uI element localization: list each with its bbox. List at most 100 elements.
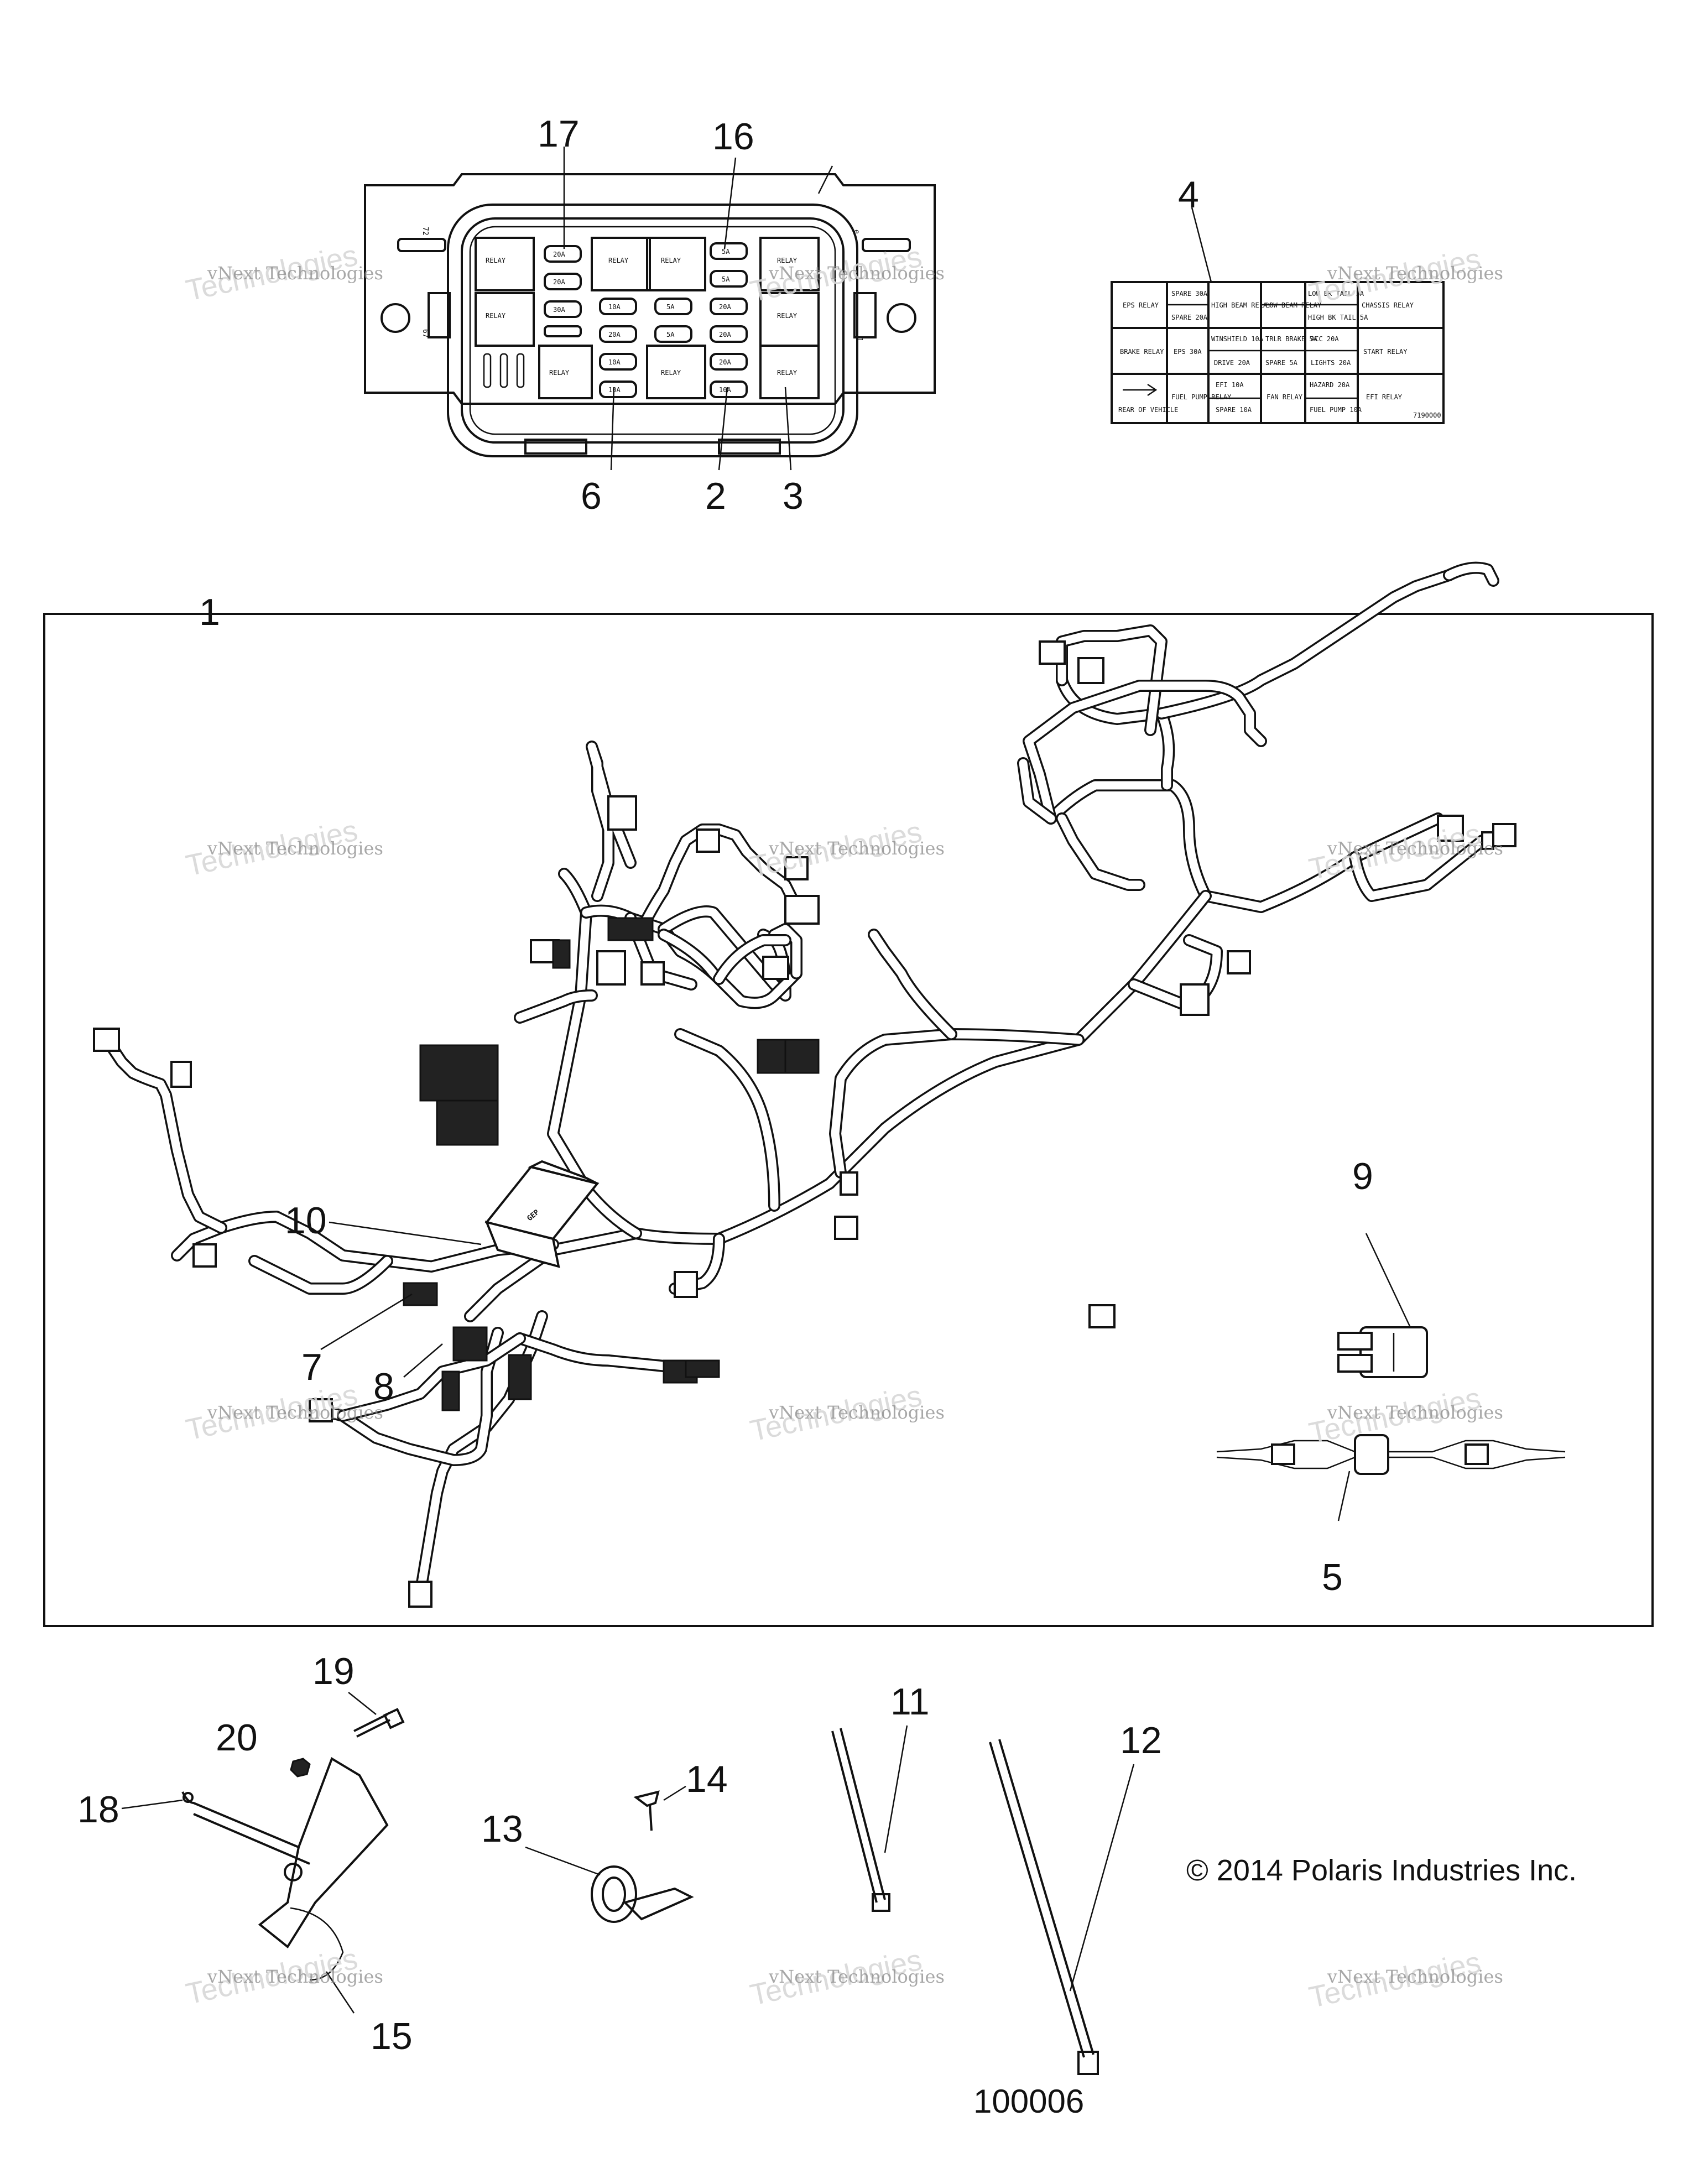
svg-text:RELAY: RELAY [549, 369, 570, 377]
part-19-bolt [348, 1692, 405, 1738]
fuse-column-b: 10A 20A 10A 10A [599, 298, 637, 398]
svg-text:vNext Technologies: vNext Technologies [768, 838, 945, 859]
callout-14: 14 [686, 1758, 728, 1800]
part-5-fuse-holder [1216, 1434, 1566, 1521]
callout-1: 1 [199, 591, 220, 633]
svg-text:vNext Technologies: vNext Technologies [768, 263, 945, 284]
svg-text:vNext Technologies: vNext Technologies [1327, 263, 1503, 284]
part-18-bracket [121, 1757, 389, 1981]
svg-text:EFI 10A: EFI 10A [1216, 381, 1244, 389]
callout-10: 10 [285, 1200, 327, 1242]
svg-text:RELAY: RELAY [777, 312, 798, 320]
callout-20: 20 [216, 1717, 258, 1759]
svg-text:SPARE 5A: SPARE 5A [1265, 359, 1298, 367]
svg-text:vNext Technologies: vNext Technologies [207, 263, 383, 284]
svg-text:CHASSIS RELAY: CHASSIS RELAY [1362, 301, 1414, 309]
callout-8: 8 [373, 1365, 394, 1408]
part-13-clamp [525, 1846, 694, 1923]
svg-text:5A: 5A [722, 275, 730, 283]
svg-text:vNext Technologies: vNext Technologies [768, 1402, 945, 1423]
svg-text:EPS RELAY: EPS RELAY [1123, 301, 1159, 309]
svg-text:RELAY: RELAY [608, 257, 629, 264]
fuse-box-mark-1: 1 [855, 337, 863, 342]
svg-text:SPARE 10A: SPARE 10A [1216, 406, 1252, 414]
svg-text:LOW BEAM RELAY: LOW BEAM RELAY [1265, 301, 1322, 309]
svg-text:RELAY: RELAY [486, 257, 506, 264]
svg-text:SPARE 30A: SPARE 30A [1171, 290, 1208, 298]
svg-text:DRIVE 20A: DRIVE 20A [1214, 359, 1250, 367]
svg-text:SPARE 20A: SPARE 20A [1171, 314, 1208, 321]
fuse-column-c: 5A 5A [654, 298, 692, 343]
fuse-box: 72 67 e 1 RELAY RELAY RELAY RELAY RELAY … [364, 147, 936, 471]
svg-text:vNext Technologies: vNext Technologies [207, 838, 383, 859]
svg-text:WINSHIELD 10A: WINSHIELD 10A [1211, 335, 1264, 343]
fuse-box-mark-e: e [852, 230, 861, 234]
svg-text:HIGH BK TAIL 5A: HIGH BK TAIL 5A [1308, 314, 1368, 321]
fuse-column-d: 5A 5A 20A 20A 20A 10A [710, 242, 748, 398]
svg-text:20A: 20A [719, 303, 731, 311]
part-14-push-pin [633, 1785, 686, 1831]
svg-text:TRLR BRAKE 5A: TRLR BRAKE 5A [1265, 335, 1318, 343]
part-11-tie-strap [831, 1725, 908, 1912]
figure-number: 100006 [973, 2083, 1084, 2120]
svg-text:vNext Technologies: vNext Technologies [768, 1966, 945, 1987]
callout-12: 12 [1120, 1719, 1162, 1761]
relay-group: RELAY RELAY RELAY RELAY RELAY RELAY RELA… [475, 237, 820, 399]
svg-text:10A: 10A [608, 303, 621, 311]
svg-text:RELAY: RELAY [661, 369, 681, 377]
svg-text:RELAY: RELAY [777, 369, 798, 377]
svg-text:HIGH BEAM RELAY: HIGH BEAM RELAY [1211, 301, 1271, 309]
callout-11: 11 [890, 1681, 930, 1723]
svg-text:vNext Technologies: vNext Technologies [207, 1402, 383, 1423]
callout-labels: 17 16 4 6 2 3 1 9 10 7 8 5 19 20 18 13 1… [77, 113, 1373, 2057]
leader-8 [403, 1343, 443, 1378]
callout-17: 17 [538, 113, 580, 155]
harness-frame [43, 613, 1654, 1627]
svg-text:10A: 10A [608, 358, 621, 366]
fuse-box-mark-67: 67 [421, 329, 429, 338]
callout-18: 18 [77, 1789, 119, 1831]
svg-text:5A: 5A [666, 331, 675, 338]
callout-5: 5 [1322, 1556, 1343, 1598]
callout-2: 2 [705, 475, 726, 517]
svg-text:START RELAY: START RELAY [1363, 348, 1408, 356]
callout-15: 15 [371, 2015, 413, 2057]
svg-text:vNext Technologies: vNext Technologies [1327, 838, 1503, 859]
callout-13: 13 [481, 1808, 523, 1850]
svg-text:EPS 30A: EPS 30A [1174, 348, 1202, 356]
callout-4: 4 [1178, 174, 1199, 216]
svg-text:FAN RELAY: FAN RELAY [1267, 393, 1303, 401]
svg-text:5A: 5A [666, 303, 675, 311]
svg-text:ACC 20A: ACC 20A [1311, 335, 1339, 343]
callout-7: 7 [301, 1346, 322, 1388]
callout-16: 16 [712, 116, 754, 158]
svg-text:10A: 10A [608, 386, 621, 394]
copyright-notice: © 2014 Polaris Industries Inc. [1186, 1854, 1577, 1887]
svg-text:20A: 20A [553, 278, 565, 286]
svg-text:LIGHTS 20A: LIGHTS 20A [1311, 359, 1351, 367]
callout-6: 6 [581, 475, 602, 517]
svg-text:LOW BK TAIL 5A: LOW BK TAIL 5A [1308, 290, 1364, 298]
svg-text:HAZARD 20A: HAZARD 20A [1310, 381, 1350, 389]
svg-text:RELAY: RELAY [486, 312, 506, 320]
svg-text:5A: 5A [722, 248, 730, 256]
svg-text:RELAY: RELAY [661, 257, 681, 264]
svg-text:20A: 20A [608, 331, 621, 338]
svg-text:vNext Technologies: vNext Technologies [207, 1966, 383, 1987]
fuse-column-a: 20A 20A 30A [544, 245, 582, 337]
svg-text:RELAY: RELAY [777, 257, 798, 264]
svg-text:10A: 10A [719, 386, 731, 394]
part-20-nut [290, 1758, 311, 1778]
svg-text:20A: 20A [553, 251, 565, 258]
ecu-module: GEP [484, 1160, 600, 1268]
fuse-decal: EPS RELAY SPARE 30A SPARE 20A HIGH BEAM … [1111, 207, 1445, 424]
leader-7 [320, 1293, 413, 1351]
leader-10 [329, 1221, 482, 1245]
watermark-group: Technologies vNext Technologies Technolo… [183, 239, 1503, 2014]
svg-text:FUEL PUMP RELAY: FUEL PUMP RELAY [1171, 393, 1232, 401]
svg-text:vNext Technologies: vNext Technologies [1327, 1402, 1503, 1423]
main-wire-harness: GEP [93, 561, 1516, 1608]
callout-3: 3 [783, 475, 804, 517]
callout-19: 19 [312, 1650, 355, 1692]
